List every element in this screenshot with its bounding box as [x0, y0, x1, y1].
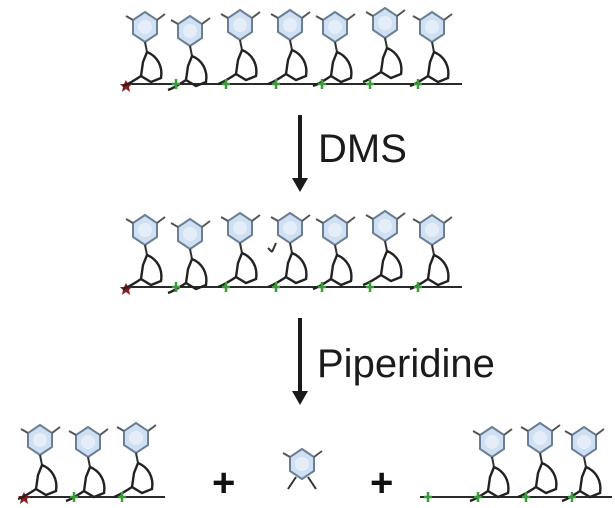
reaction-arrow-piperidine	[292, 318, 308, 405]
reaction-arrow-dms	[292, 115, 308, 192]
reagent-label-dms: DMS	[318, 127, 407, 171]
product-fragment-unlabeled	[420, 421, 612, 504]
reagent-label-piperidine: Piperidine	[317, 342, 495, 386]
plus-sign: +	[212, 461, 235, 505]
released-base-icon	[282, 447, 323, 490]
product-fragment-labeled	[16, 421, 165, 504]
strand-intact	[120, 6, 462, 92]
methyl-group-icon	[267, 242, 277, 253]
plus-sign: +	[370, 461, 393, 505]
strand-methylated	[120, 209, 462, 295]
